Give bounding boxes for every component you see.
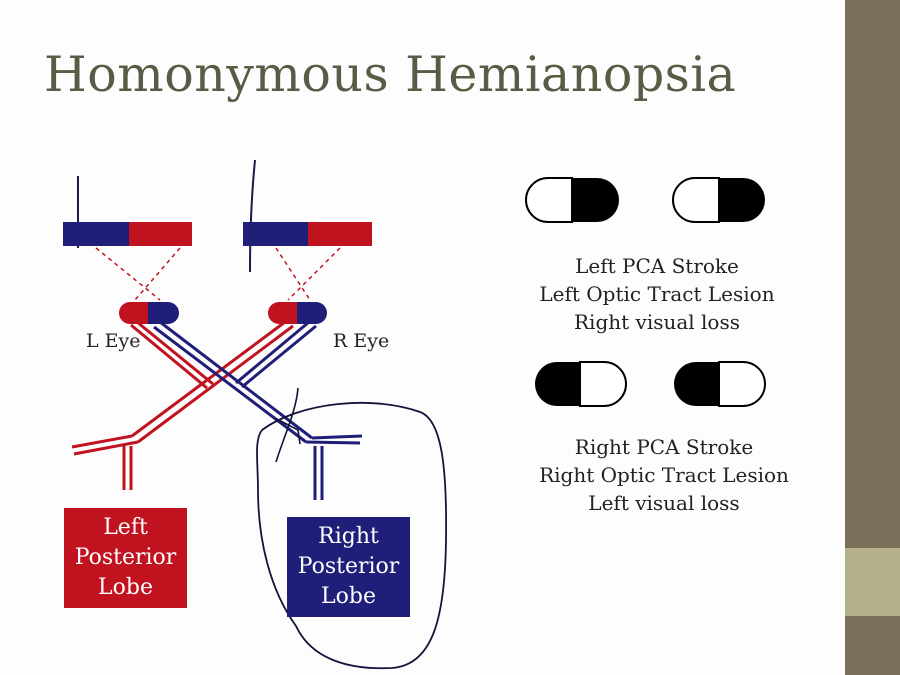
right-eye-label: R Eye — [333, 330, 390, 352]
left-posterior-lobe-box: Left Posterior Lobe — [64, 508, 187, 608]
slide-sidebar-accent — [845, 548, 900, 616]
caption-line: Right PCA Stroke — [574, 435, 754, 459]
hand-drawn-circle-annotation — [256, 401, 448, 670]
lobe-text: Posterior — [74, 545, 177, 570]
right-eye-pill — [268, 302, 327, 324]
caption-line: Left PCA Stroke — [575, 254, 739, 278]
caption-line: Left visual loss — [588, 491, 740, 515]
slide-title: Homonymous Hemianopsia — [44, 46, 737, 103]
visual-pathway-diagram — [63, 159, 766, 670]
field-pill-4 — [674, 361, 766, 407]
left-eye-pill — [119, 302, 179, 324]
right-visual-field-bar — [243, 222, 372, 246]
left-eye-label: L Eye — [86, 330, 141, 352]
caption-line: Right Optic Tract Lesion — [539, 463, 789, 487]
field-pill-2 — [672, 177, 765, 223]
lobe-text: Posterior — [297, 554, 400, 579]
right-pca-caption: Right PCA Stroke Right Optic Tract Lesio… — [514, 433, 814, 517]
left-visual-field-bar — [63, 222, 192, 246]
pen-stroke — [249, 159, 256, 273]
right-posterior-lobe-box: Right Posterior Lobe — [287, 517, 410, 617]
red-optic-pathway — [71, 320, 294, 490]
field-pill-1 — [525, 177, 619, 223]
pen-stroke — [274, 417, 301, 445]
slide: Homonymous Hemianopsia — [44, 46, 814, 670]
pen-stroke — [275, 387, 299, 463]
caption-line: Left Optic Tract Lesion — [539, 282, 775, 306]
lobe-text: Left — [103, 515, 148, 540]
lobe-text: Lobe — [98, 575, 153, 600]
caption-line: Right visual loss — [573, 310, 740, 334]
lobe-text: Lobe — [321, 584, 376, 609]
lobe-text: Right — [318, 524, 379, 549]
field-projection-lines — [95, 247, 341, 301]
left-pca-caption: Left PCA Stroke Left Optic Tract Lesion … — [507, 252, 807, 336]
blue-optic-pathway — [153, 320, 363, 500]
field-pill-3 — [535, 361, 627, 407]
